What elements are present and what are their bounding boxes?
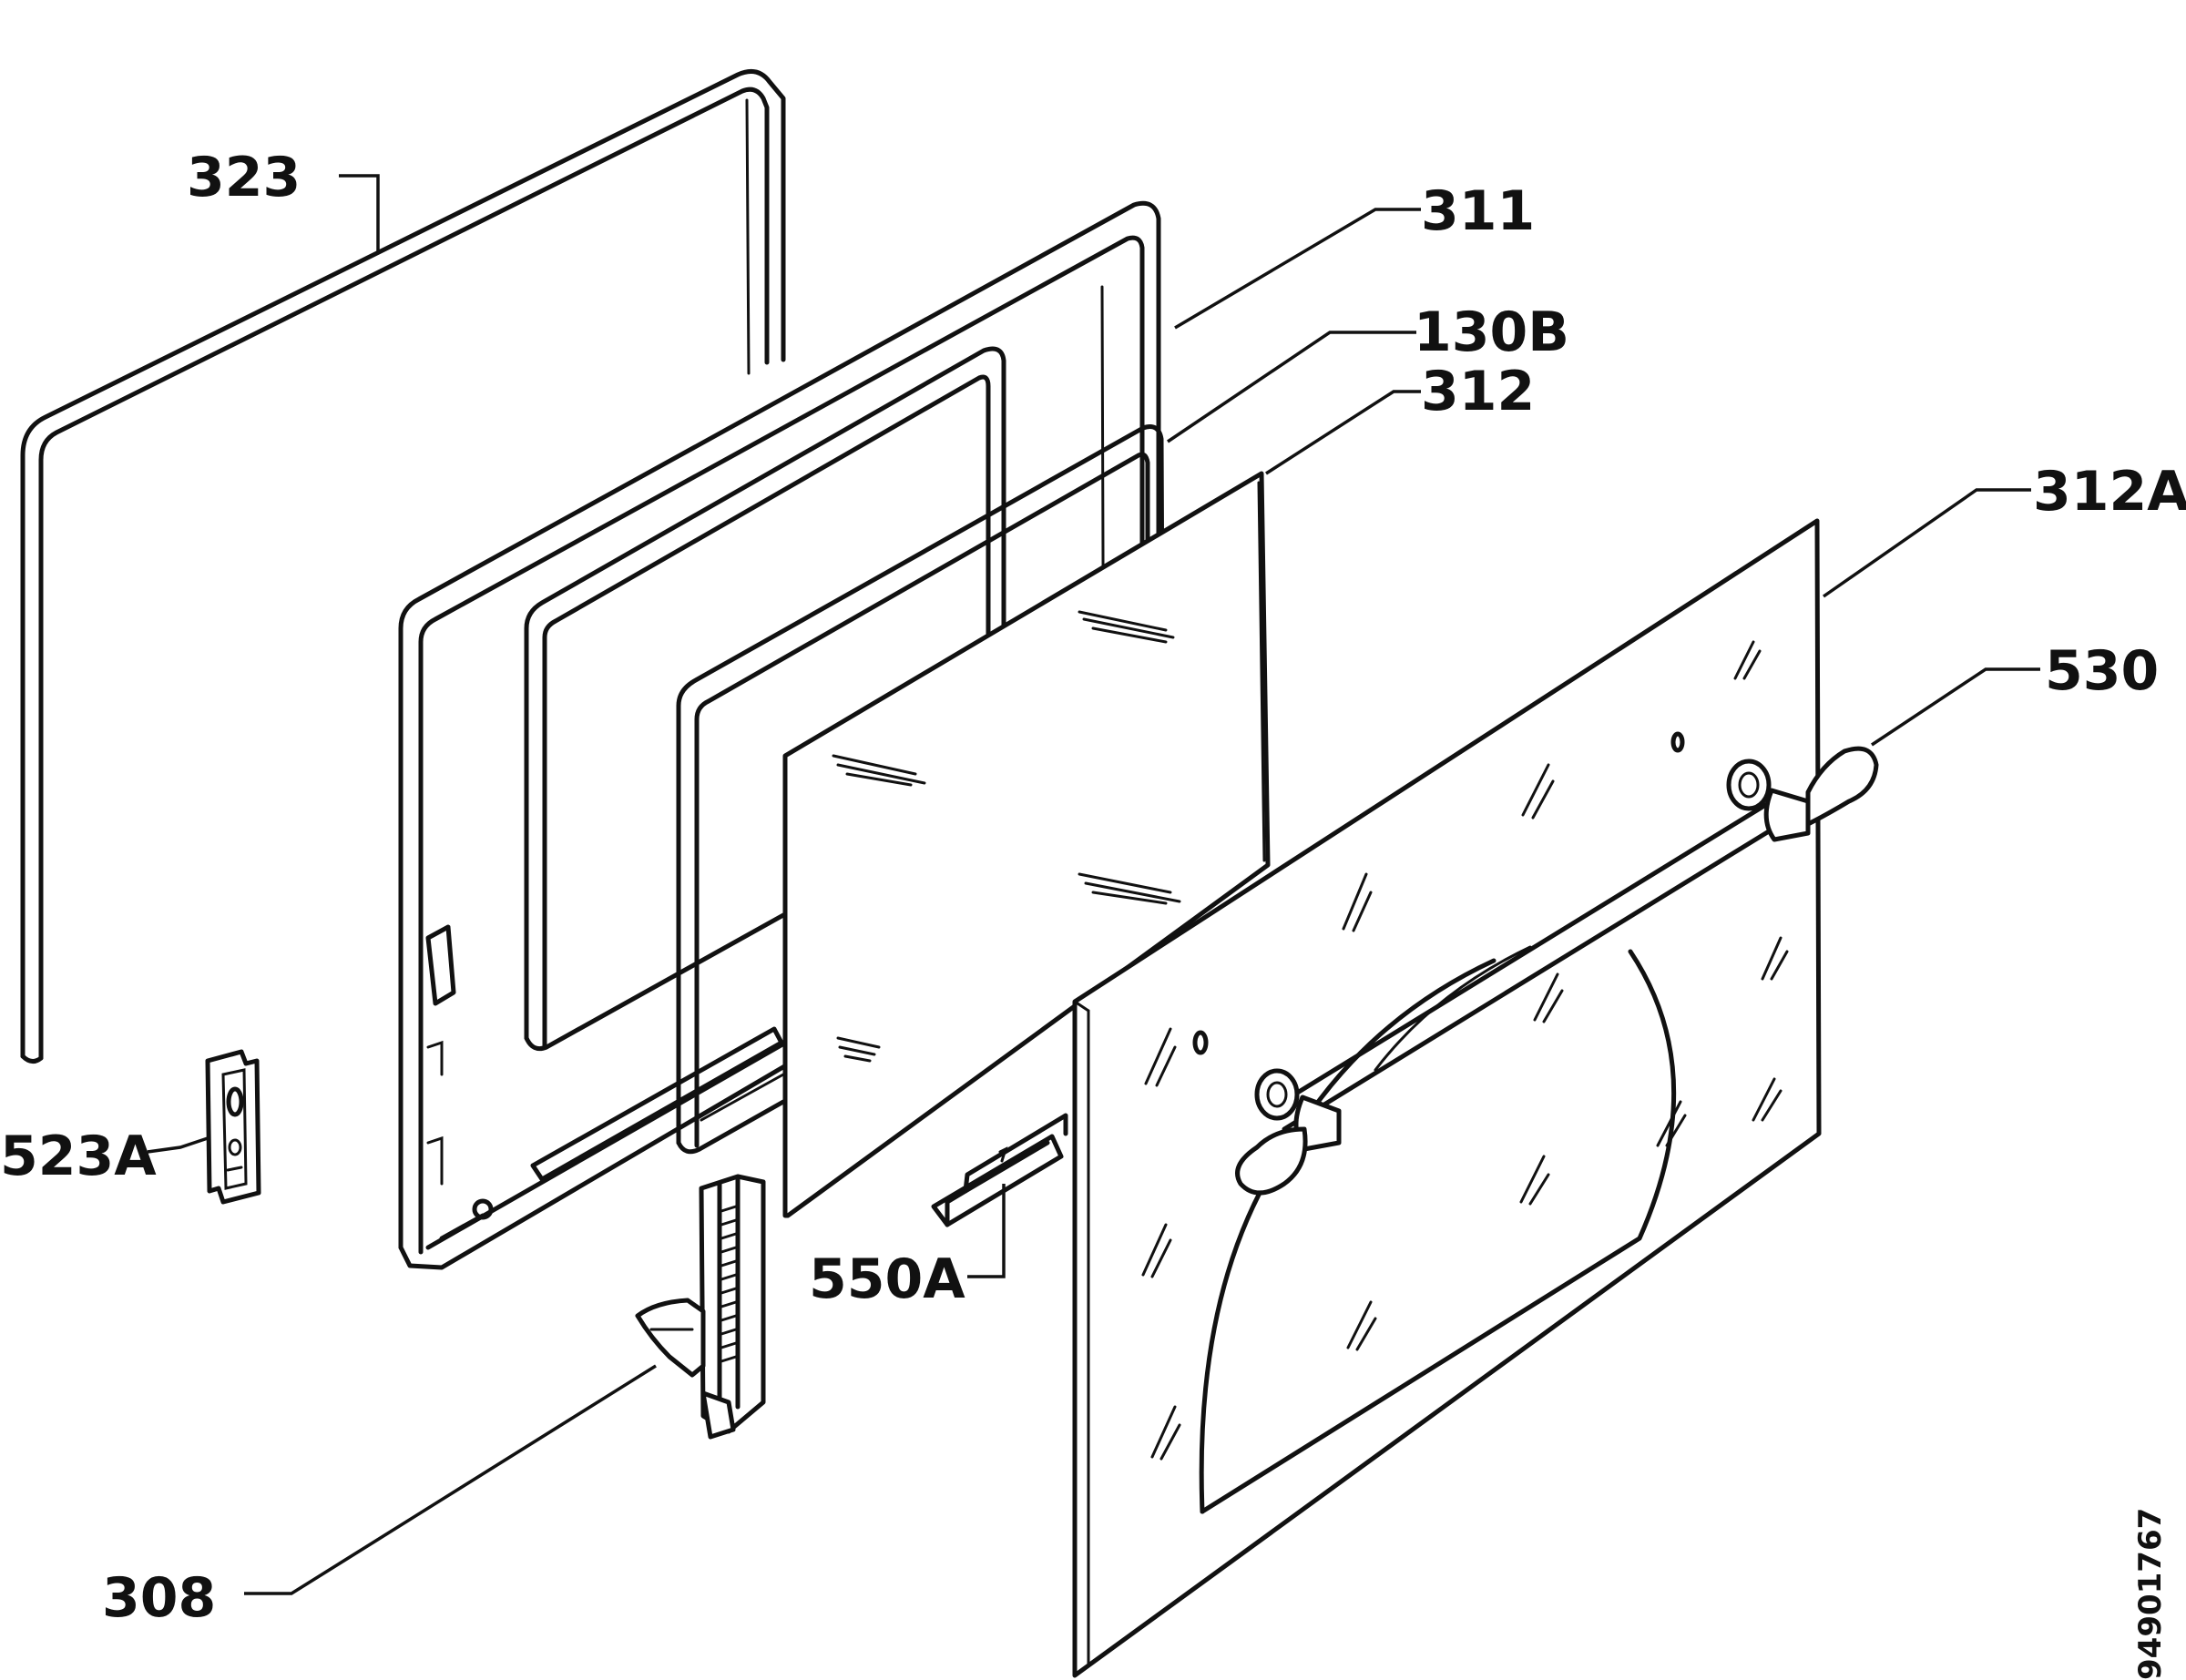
part-523A-bracket: [205, 1049, 261, 1205]
leader-530: [1871, 667, 2040, 747]
leader-312A: [1822, 488, 2031, 598]
label-523A: 523A: [0, 1125, 157, 1188]
part-312A-outer-glass: [1072, 518, 1822, 1678]
label-530: 530: [2045, 639, 2159, 703]
part-312-inner-glass: [782, 471, 1271, 1218]
part-323-door-seal: [20, 68, 786, 1064]
document-code: 94901767: [2132, 1508, 2169, 1680]
part-130B-glass-seal: [676, 424, 1166, 1155]
label-323: 323: [187, 146, 301, 209]
leader-550A: [967, 1184, 1006, 1278]
leader-312: [1265, 390, 1421, 475]
label-312: 312: [1421, 360, 1535, 423]
leader-523A: [147, 1136, 209, 1154]
leader-lines: [147, 174, 2040, 1595]
leader-130B: [1167, 331, 1416, 443]
leader-308: [244, 1364, 657, 1595]
label-308: 308: [102, 1566, 216, 1630]
leader-311: [1174, 208, 1421, 330]
part-530-door-handle: [1235, 746, 1879, 1196]
part-311-inner-frame: [398, 200, 1161, 1270]
label-550A: 550A: [809, 1247, 965, 1311]
part-550A-retaining-profile: [931, 1113, 1068, 1227]
label-312A: 312A: [2033, 460, 2186, 524]
leader-323: [339, 174, 380, 253]
label-311: 311: [1421, 179, 1535, 243]
label-130B: 130B: [1414, 300, 1569, 364]
part-308-hinge: [635, 1174, 766, 1440]
